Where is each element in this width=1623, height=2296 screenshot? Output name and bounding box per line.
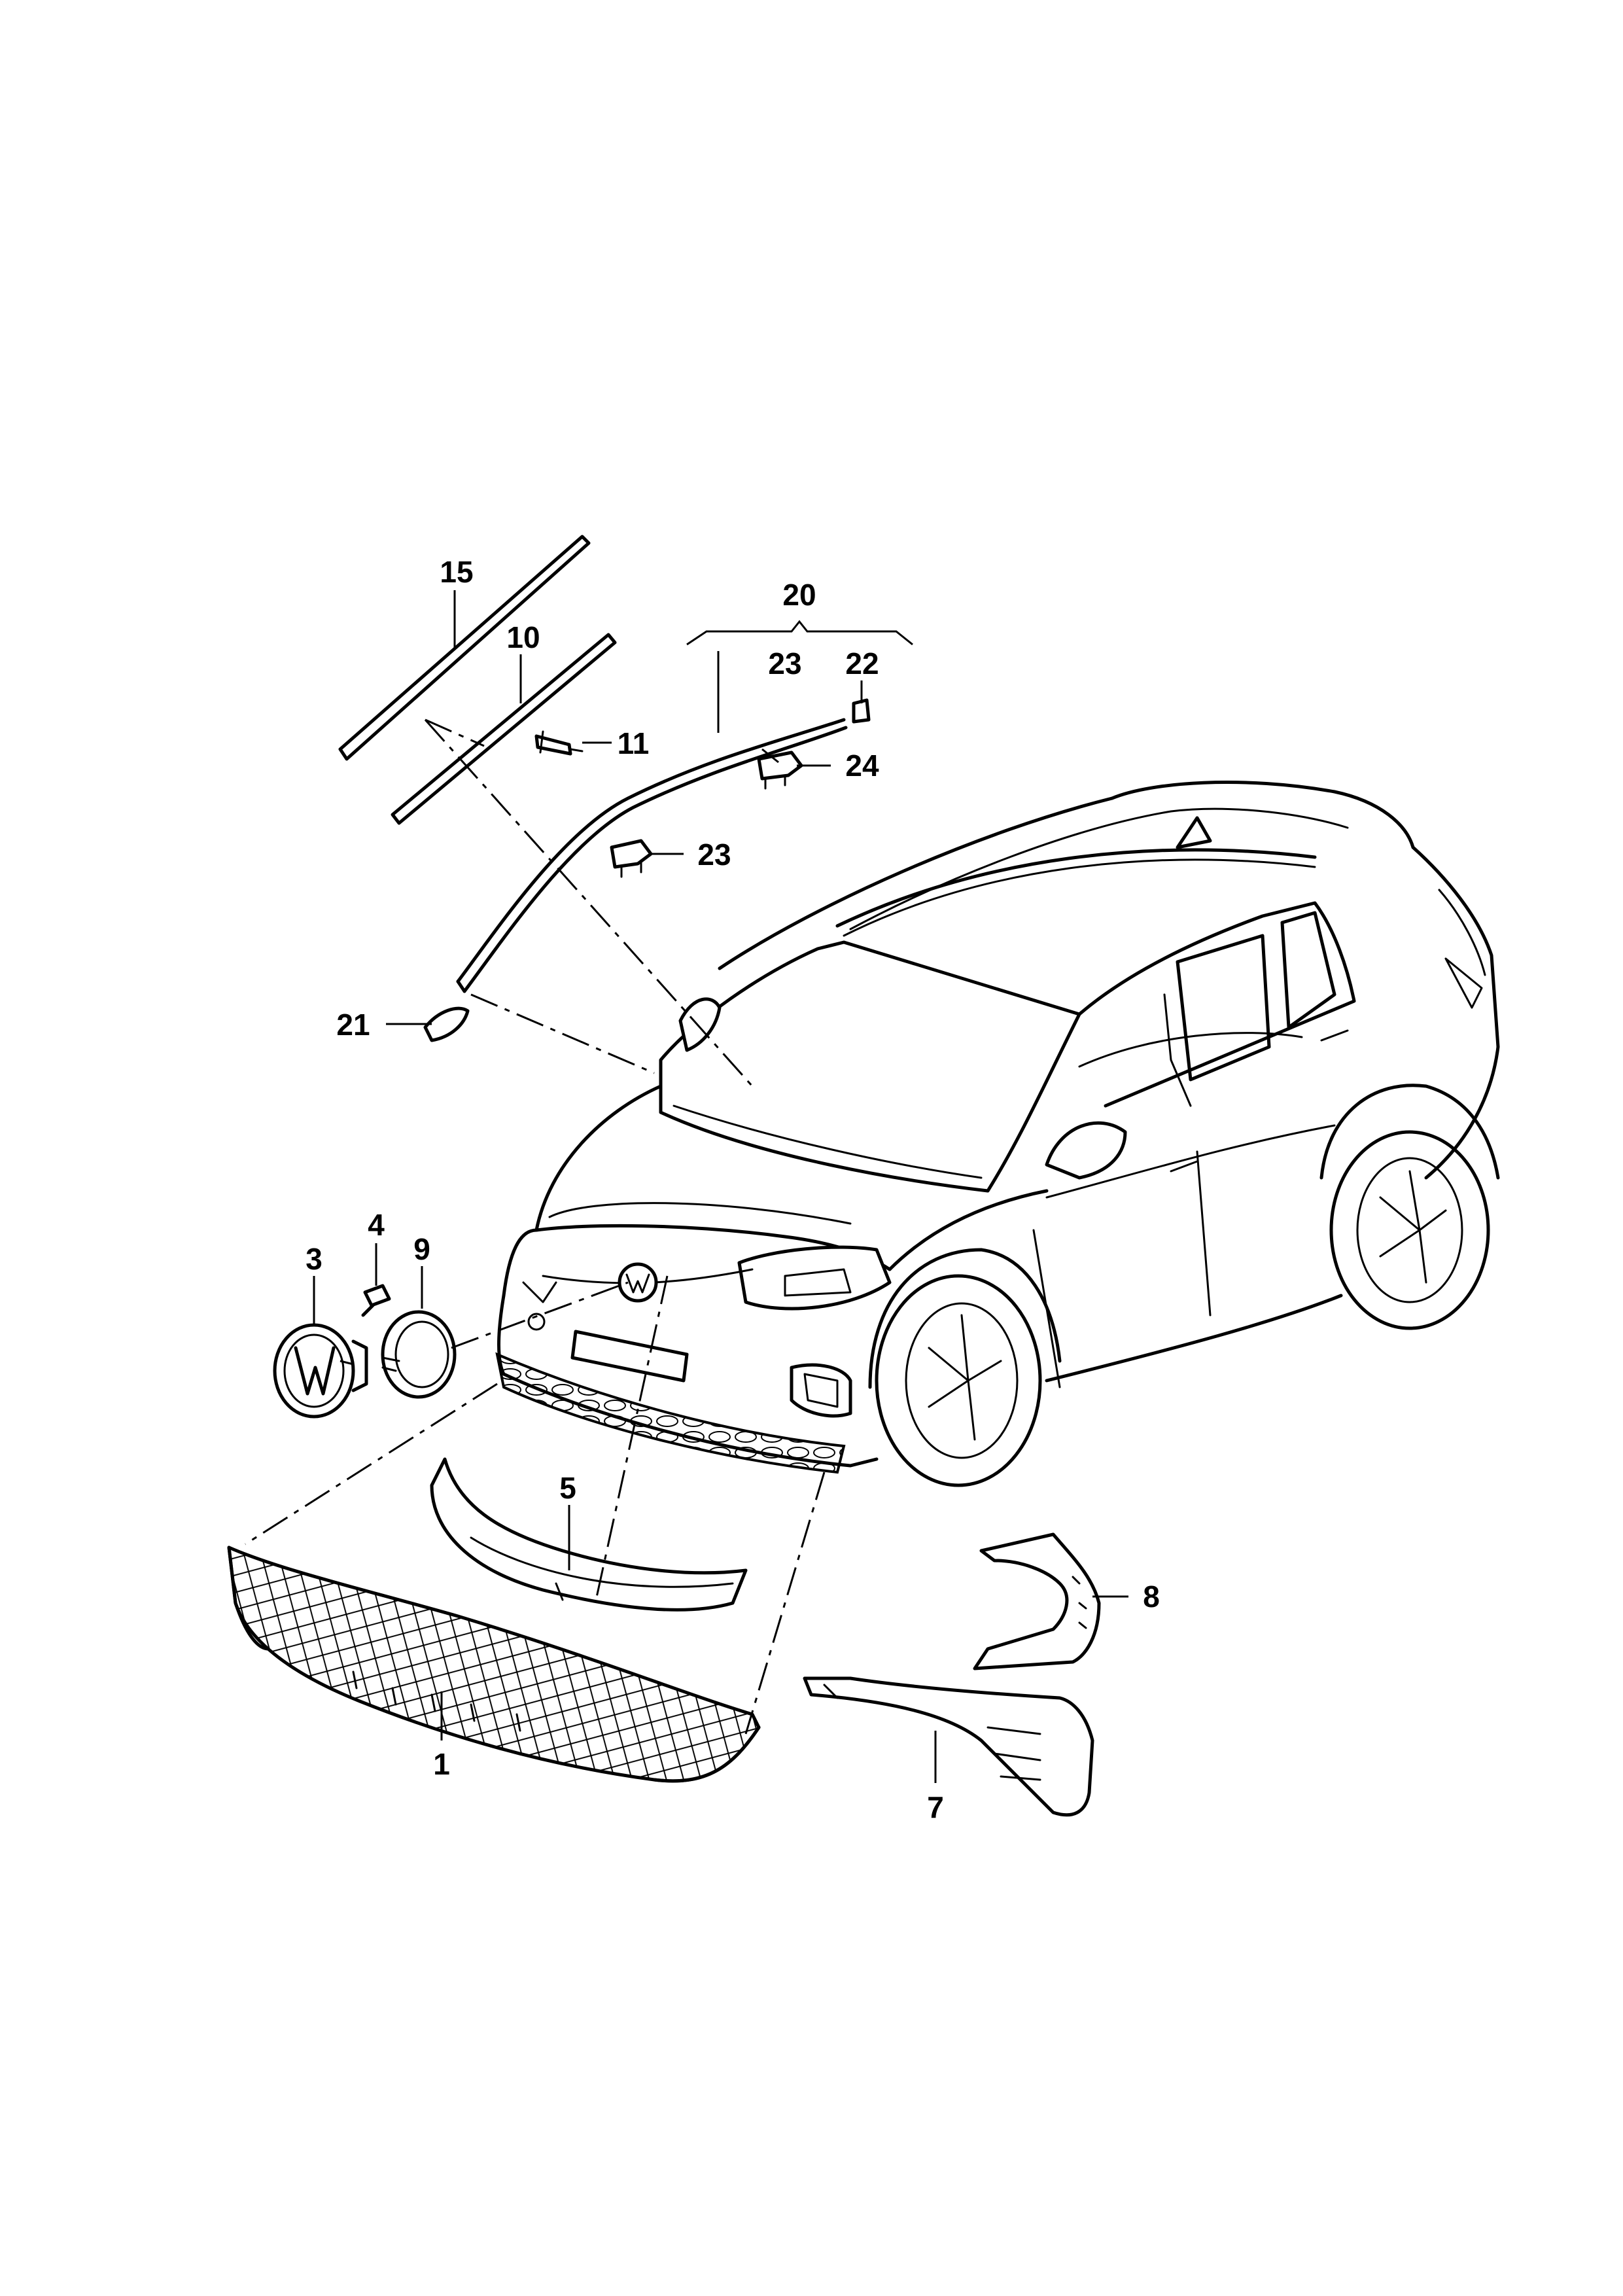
callout-1: 1	[433, 1747, 450, 1781]
callout-22: 22	[845, 646, 879, 680]
part-7-side-trim	[803, 1676, 1094, 1817]
part-20-windshield-molding	[456, 718, 848, 993]
callout-10: 10	[506, 620, 540, 654]
callout-23: 23	[697, 838, 731, 872]
callout-24: 24	[845, 749, 879, 783]
callout-20: 20	[782, 578, 816, 612]
part-4-screw	[361, 1284, 391, 1317]
vehicle-outline	[495, 781, 1500, 1487]
callout-8: 8	[1143, 1580, 1160, 1614]
callout-5: 5	[559, 1471, 576, 1505]
callout-7: 7	[927, 1790, 944, 1824]
callout-15: 15	[440, 555, 473, 589]
part-24-clip	[757, 751, 803, 790]
callout-3: 3	[305, 1242, 323, 1276]
part-10-trim-strip	[391, 633, 617, 825]
callout-11: 11	[618, 726, 650, 760]
leader-lines	[313, 590, 1128, 1783]
part-11-clip	[534, 730, 584, 756]
callout-21: 21	[336, 1008, 370, 1042]
part-1-lower-spoiler	[227, 1545, 761, 1783]
part-23-clip	[610, 839, 653, 878]
part-15-trim-strip	[338, 535, 591, 761]
callout-9: 9	[413, 1232, 430, 1266]
callout-4: 4	[368, 1208, 385, 1242]
assignment-lines	[245, 718, 826, 1735]
part-3-front-emblem	[273, 1323, 368, 1419]
part-9-emblem-bracket	[381, 1310, 457, 1399]
part-5-spoiler-trim	[430, 1457, 748, 1612]
callout-23-group: 23	[768, 646, 801, 680]
part-8-air-guide	[973, 1532, 1101, 1670]
part-21-cover-cap	[423, 1006, 470, 1042]
